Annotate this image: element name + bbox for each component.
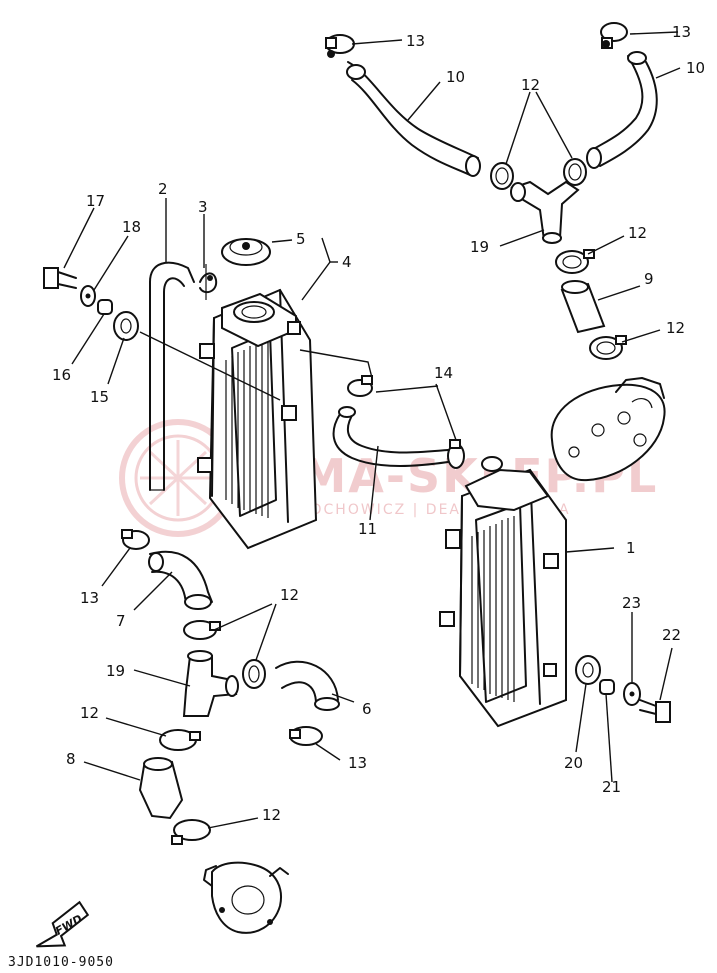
hose-clamp-lower-b[interactable] [242,659,266,689]
callout-6: 6 [362,700,372,718]
bolt-right[interactable] [639,699,671,723]
callout-21: 21 [602,778,621,796]
callout-19-lower: 19 [106,662,125,680]
hose-clip[interactable] [199,264,218,300]
callout-19-top: 19 [470,238,489,256]
callout-17: 17 [86,192,105,210]
washer-left[interactable] [80,285,96,307]
callout-8: 8 [66,750,76,768]
callout-5: 5 [296,230,306,248]
upper-hose-right[interactable] [586,51,658,169]
callout-12-right-lower: 12 [666,319,685,337]
callout-13-lower-left: 13 [80,589,99,607]
hose-clamp-top-right[interactable] [600,22,628,49]
hose-clamp-middle-upper[interactable] [347,375,373,397]
callout-12-top: 12 [521,76,540,94]
forward-arrow: FWD [35,900,90,948]
callout-23: 23 [622,594,641,612]
hose-clamp-middle-lower[interactable] [447,439,465,469]
collar-left[interactable] [97,299,113,315]
short-hose[interactable] [560,280,606,334]
overflow-tube[interactable] [149,261,195,491]
callout-15: 15 [90,388,109,406]
callout-13-top-right: 13 [672,23,691,41]
callout-20: 20 [564,754,583,772]
callout-10-left: 10 [446,68,465,86]
hose-clamp-upper-right[interactable] [563,158,587,186]
grommet-left[interactable] [113,311,139,341]
callout-13-top-left: 13 [406,32,425,50]
callout-14: 14 [434,364,453,382]
hose-clamp-lower-left-top[interactable] [121,529,150,550]
hose-clamp-lower-a[interactable] [183,620,221,640]
hose-clamp-lower-d[interactable] [159,729,201,751]
callout-22: 22 [662,626,681,644]
callout-2: 2 [158,180,168,198]
hose-clamp-mid-lower[interactable] [589,335,627,360]
bolt-left[interactable] [43,267,77,289]
callout-10-right: 10 [686,59,705,77]
hose-clamp-lower-e[interactable] [171,819,211,845]
callout-13-lower-right: 13 [348,754,367,772]
diagram-reference-code: 3JD1010-9050 [8,955,114,970]
leader-lines [63,31,681,829]
callout-11: 11 [358,520,377,538]
radiator-hose-lower-right[interactable] [275,660,340,711]
callout-12-bottom: 12 [262,806,281,824]
upper-hose-left[interactable] [346,61,481,177]
hose-clamp-upper-left[interactable] [490,162,514,190]
middle-hose[interactable] [332,406,449,467]
water-pump-housing[interactable] [203,861,289,934]
pump-housing-cover[interactable] [550,377,666,482]
hose-clamp-lower-c[interactable] [289,726,323,746]
callout-16: 16 [52,366,71,384]
radiator-hose-bottom[interactable] [138,757,184,820]
callout-4: 4 [342,253,352,271]
hose-clamp-top-left[interactable] [325,34,355,58]
grommet-right[interactable] [575,655,601,685]
callout-1: 1 [626,539,636,557]
callout-3: 3 [198,198,208,216]
y-joint-upper[interactable] [510,180,580,244]
callout-12-right-upper: 12 [628,224,647,242]
y-joint-lower[interactable] [182,650,239,717]
callout-9: 9 [644,270,654,288]
callout-18: 18 [122,218,141,236]
callout-12-lower-left: 12 [80,704,99,722]
radiator-right[interactable] [439,456,567,728]
radiator-hose-lower-left[interactable] [148,550,213,610]
callout-7: 7 [116,612,126,630]
collar-right[interactable] [599,679,615,695]
filler-neck-left[interactable] [233,301,301,335]
callouts: 13 13 10 10 12 19 12 9 12 2 3 5 4 17 18 … [52,23,705,824]
radiator-cap[interactable] [221,238,271,266]
washer-right[interactable] [623,682,641,706]
callout-12-lower-upper: 12 [280,586,299,604]
